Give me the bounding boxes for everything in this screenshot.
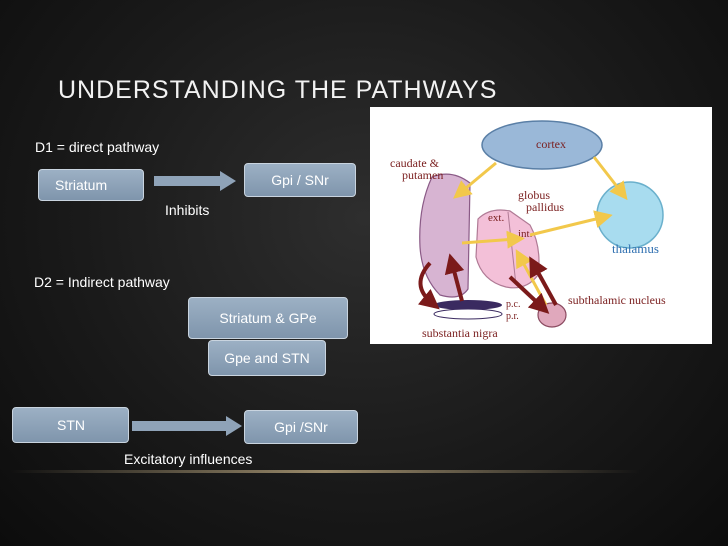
thalamus-label: thalamus xyxy=(612,241,659,256)
sn-to-striatum-arrow xyxy=(444,253,465,302)
d1-arrow xyxy=(154,171,236,191)
gpi-snr-label-d1: Gpi / SNr xyxy=(271,172,329,188)
stn-box: STN xyxy=(12,407,129,443)
substantia-pc-shape xyxy=(434,300,502,310)
slide-title: UNDERSTANDING THE PATHWAYS xyxy=(58,76,498,104)
basal-ganglia-figure: cortex thalamus caudate & putamen globus… xyxy=(370,107,712,344)
gpi-snr-box-d1: Gpi / SNr xyxy=(244,163,356,197)
cortex-to-striatum-arrow xyxy=(453,161,497,199)
substantia-pr-shape xyxy=(433,308,503,320)
gpe-stn-label: Gpe and STN xyxy=(224,350,310,366)
stn-arrow xyxy=(132,416,242,436)
gpi-to-thalamus-arrow xyxy=(529,210,613,237)
basal-ganglia-diagram: cortex thalamus caudate & putamen globus… xyxy=(390,120,666,340)
caudate-label-2: putamen xyxy=(402,168,443,182)
gpe-stn-box: Gpe and STN xyxy=(208,340,326,376)
thalamus-shape xyxy=(596,181,664,249)
pr-label: p.r. xyxy=(506,311,519,322)
divider-line xyxy=(10,470,640,473)
striatum-gpe-box: Striatum & GPe xyxy=(188,297,348,339)
striatum-box: Striatum xyxy=(38,169,144,201)
stn-to-gpi-arrow xyxy=(529,256,558,306)
substantia-label: substantia nigra xyxy=(422,326,498,340)
globus-label-1: globus xyxy=(518,188,550,202)
ext-label: ext. xyxy=(488,212,504,224)
subthalamic-label: subthalamic nucleus xyxy=(568,293,666,307)
stn-label: STN xyxy=(57,417,85,433)
gpi-snr-label-stn: Gpi /SNr xyxy=(274,419,328,435)
d2-heading: D2 = Indirect pathway xyxy=(34,274,170,290)
cortex-label: cortex xyxy=(536,137,566,151)
pc-label: p.c. xyxy=(506,299,520,310)
striatum-to-gp-arrow xyxy=(461,230,525,249)
globus-label-2: pallidus xyxy=(526,200,564,214)
caudate-label-1: caudate & xyxy=(390,156,440,170)
thalamus-to-cortex-arrow xyxy=(592,156,628,201)
gpe-to-stn-arrow xyxy=(508,275,550,314)
gpi-snr-box-stn: Gpi /SNr xyxy=(244,410,358,444)
striatum-to-sn-arrow xyxy=(417,261,440,310)
striatum-label: Striatum xyxy=(55,177,108,193)
d1-heading: D1 = direct pathway xyxy=(35,139,160,155)
striatum-gpe-label: Striatum & GPe xyxy=(219,310,317,326)
inhibits-label: Inhibits xyxy=(165,202,210,218)
cortex-shape xyxy=(481,120,603,170)
excitatory-label: Excitatory influences xyxy=(124,451,253,467)
